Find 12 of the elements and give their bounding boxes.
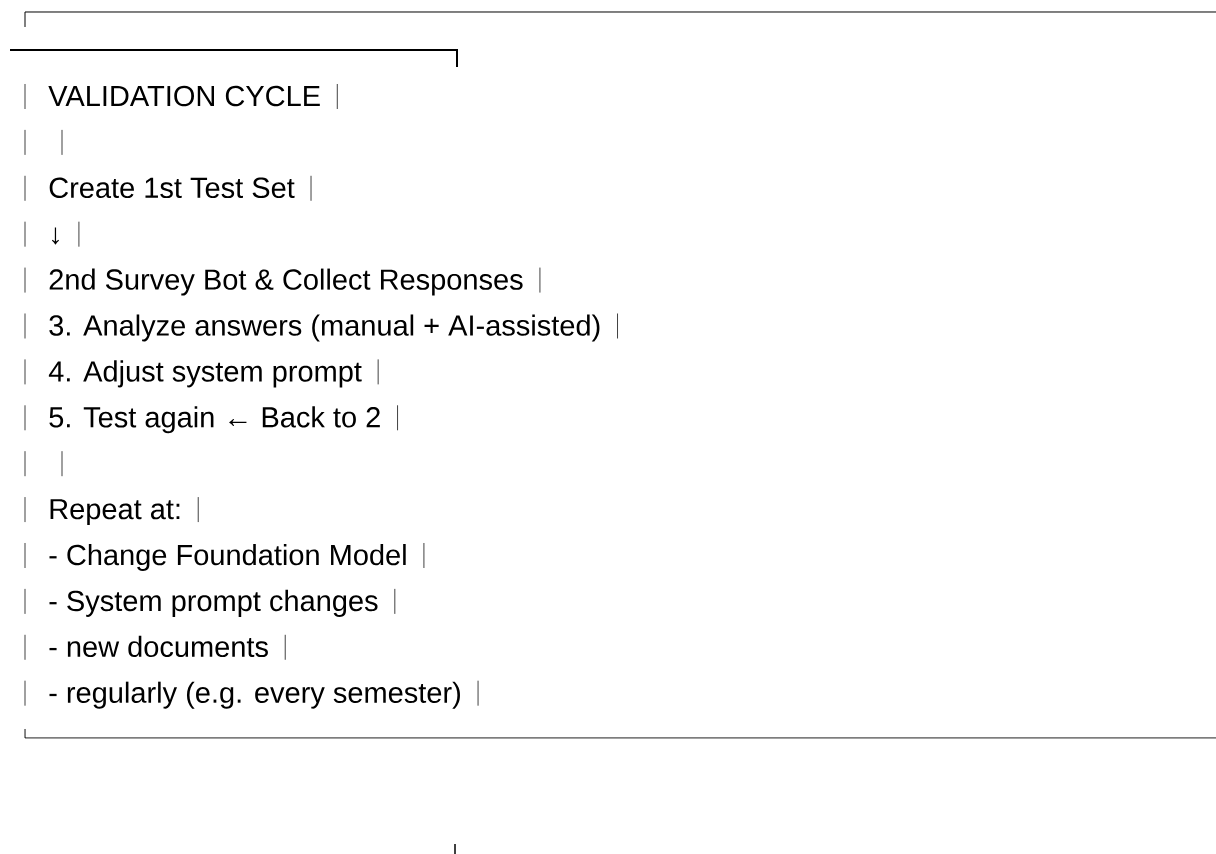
cycle-text: 4. Adjust system prompt: [48, 360, 362, 388]
cycle-text: - regularly (e.g. every semester): [49, 681, 460, 709]
cycle-text: 2nd Survey Bot & Collect Responses: [49, 268, 523, 296]
cycle-text: - new documents: [49, 635, 268, 658]
cycle-text: 5. Test again ← Back to 2: [49, 406, 380, 434]
cycle-text: VALIDATION CYCLE: [48, 85, 320, 107]
cycle-text: 3. Analyze answers (manual + AI-assisted): [49, 314, 600, 342]
cycle-text: ↓: [52, 227, 59, 245]
cycle-text: - Change Foundation Model: [49, 543, 406, 571]
cycle-text: Repeat at:: [50, 499, 180, 526]
cycle-text: - System prompt changes: [49, 589, 378, 617]
cycle-text: Create 1st Test Set: [49, 177, 295, 199]
